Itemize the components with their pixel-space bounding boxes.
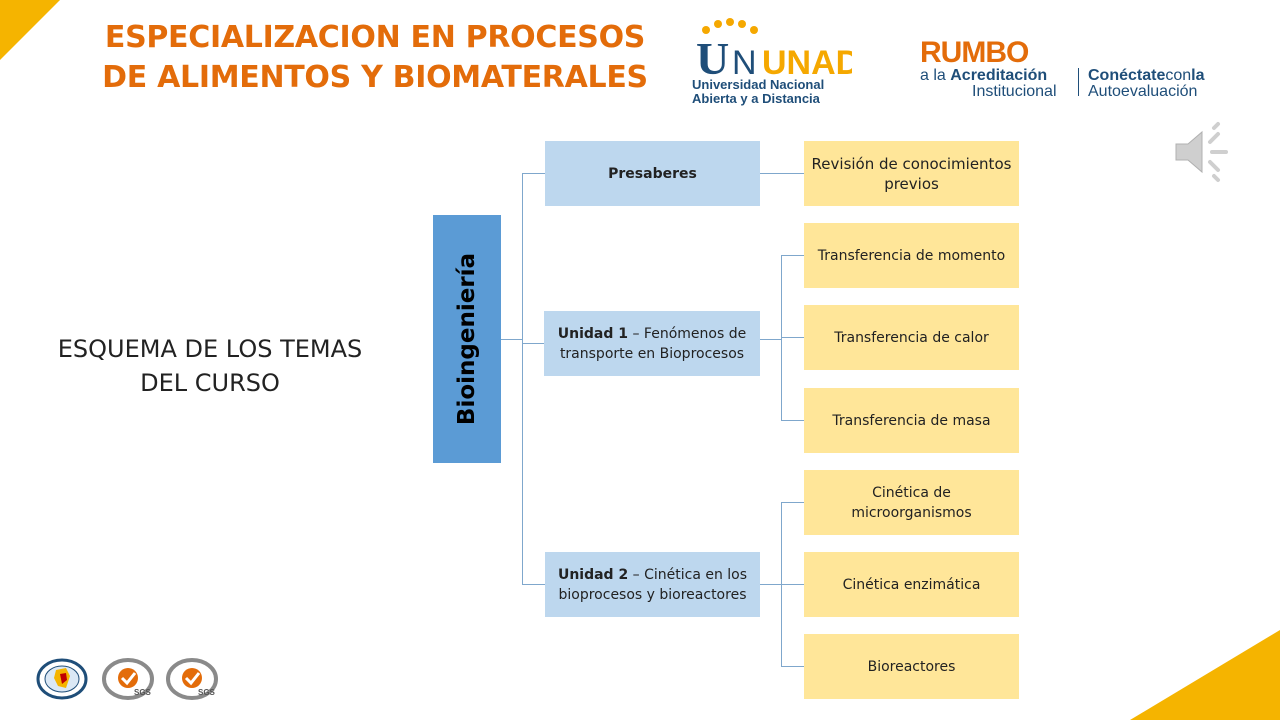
connector bbox=[781, 420, 804, 421]
connector bbox=[522, 343, 545, 344]
certification-check-icon bbox=[102, 658, 154, 700]
node-label: Transferencia de calor bbox=[834, 329, 989, 346]
svg-text:N: N bbox=[732, 44, 757, 76]
node-transferencia-masa: Transferencia de masa bbox=[804, 388, 1019, 453]
node-presaberes-label: Presaberes bbox=[608, 165, 697, 182]
node-label: Bioreactores bbox=[867, 658, 956, 675]
rumbo-right-2: Autoevaluación bbox=[1088, 83, 1198, 100]
title-line-2: DE ALIMENTOS Y BIOMATERALES bbox=[102, 60, 648, 95]
diagram-root-label: Bioingeniería bbox=[454, 252, 480, 426]
course-scheme-line-1: ESQUEMA DE LOS TEMAS bbox=[57, 335, 363, 363]
corner-decoration-bottom-right bbox=[1130, 630, 1280, 720]
svg-text:UNAD: UNAD bbox=[762, 44, 852, 76]
node-presaberes: Presaberes bbox=[545, 141, 760, 206]
connector bbox=[522, 173, 523, 584]
node-cinetica-microorganismos: Cinética de microorganismos bbox=[804, 470, 1019, 535]
node-transferencia-momento: Transferencia de momento bbox=[804, 223, 1019, 288]
node-revision: Revisión de conocimientos previos bbox=[804, 141, 1019, 206]
connector bbox=[760, 173, 804, 174]
corner-decoration-top-left bbox=[0, 0, 60, 60]
page-title: ESPECIALIZACION EN PROCESOS DE ALIMENTOS… bbox=[90, 18, 660, 98]
node-label: Transferencia de masa bbox=[832, 412, 991, 429]
node-unidad-2-rest: – Cinética en los bioprocesos y bioreact… bbox=[558, 566, 748, 603]
course-scheme-line-2: DEL CURSO bbox=[140, 369, 280, 397]
speaker-icon[interactable] bbox=[1170, 120, 1234, 184]
sgs-certification-seal-2: SGS bbox=[166, 658, 220, 700]
connector bbox=[781, 666, 804, 667]
node-label: Cinética enzimática bbox=[842, 576, 981, 593]
node-unidad-1-bold: Unidad 1 bbox=[557, 325, 629, 342]
title-line-1: ESPECIALIZACION EN PROCESOS bbox=[104, 20, 646, 55]
course-scheme-heading: ESQUEMA DE LOS TEMAS DEL CURSO bbox=[20, 332, 400, 400]
connector bbox=[781, 502, 804, 503]
sgs-label-2: SGS bbox=[198, 688, 215, 697]
node-unidad-1: Unidad 1 – Fenómenos de transporte en Bi… bbox=[544, 311, 760, 376]
node-label: Transferencia de momento bbox=[817, 247, 1006, 264]
connector bbox=[501, 339, 523, 340]
rumbo-right-1b: con bbox=[1165, 67, 1192, 84]
rumbo-divider bbox=[1078, 68, 1079, 96]
node-bioreactores: Bioreactores bbox=[804, 634, 1019, 699]
rumbo-line-1b: Acreditación bbox=[950, 67, 1048, 84]
diagram-root-node: Bioingeniería bbox=[433, 215, 501, 463]
node-unidad-2: Unidad 2 – Cinética en los bioprocesos y… bbox=[545, 552, 760, 617]
node-revision-label: Revisión de conocimientos previos bbox=[811, 154, 1012, 193]
rumbo-right-1c: la bbox=[1191, 67, 1205, 84]
colombia-seal-icon bbox=[36, 658, 88, 700]
connector bbox=[760, 339, 782, 340]
node-transferencia-calor: Transferencia de calor bbox=[804, 305, 1019, 370]
node-cinetica-enzimatica: Cinética enzimática bbox=[804, 552, 1019, 617]
rumbo-mark: RUMBO bbox=[920, 36, 1029, 69]
connector bbox=[522, 173, 545, 174]
certification-check-icon bbox=[166, 658, 218, 700]
sgs-label-1: SGS bbox=[134, 688, 151, 697]
unad-line-2: Abierta y a Distancia bbox=[692, 91, 820, 106]
rumbo-right-1a: Conéctate bbox=[1088, 67, 1166, 84]
connector bbox=[522, 584, 545, 585]
node-unidad-1-rest: – Fenómenos de transporte en Bioprocesos bbox=[559, 325, 747, 362]
connector bbox=[781, 255, 804, 256]
connector bbox=[781, 584, 804, 585]
unad-line-1: Universidad Nacional bbox=[692, 77, 825, 92]
rumbo-line-2: Institucional bbox=[972, 83, 1057, 100]
connector bbox=[760, 584, 782, 585]
sgs-certification-seal-1: SGS bbox=[102, 658, 156, 700]
node-label: Cinética de microorganismos bbox=[851, 484, 972, 521]
unad-logo: U N UNAD Universidad Nacional Abierta y … bbox=[692, 16, 852, 108]
svg-text:U: U bbox=[696, 33, 729, 76]
node-unidad-2-bold: Unidad 2 bbox=[557, 566, 629, 583]
rumbo-logo: RUMBO a la Acreditación Institucional Co… bbox=[920, 36, 1240, 100]
connector bbox=[781, 337, 804, 338]
unad-logo-mark-icon: U N UNAD bbox=[696, 18, 852, 76]
rumbo-line-1a: a la bbox=[920, 67, 951, 84]
